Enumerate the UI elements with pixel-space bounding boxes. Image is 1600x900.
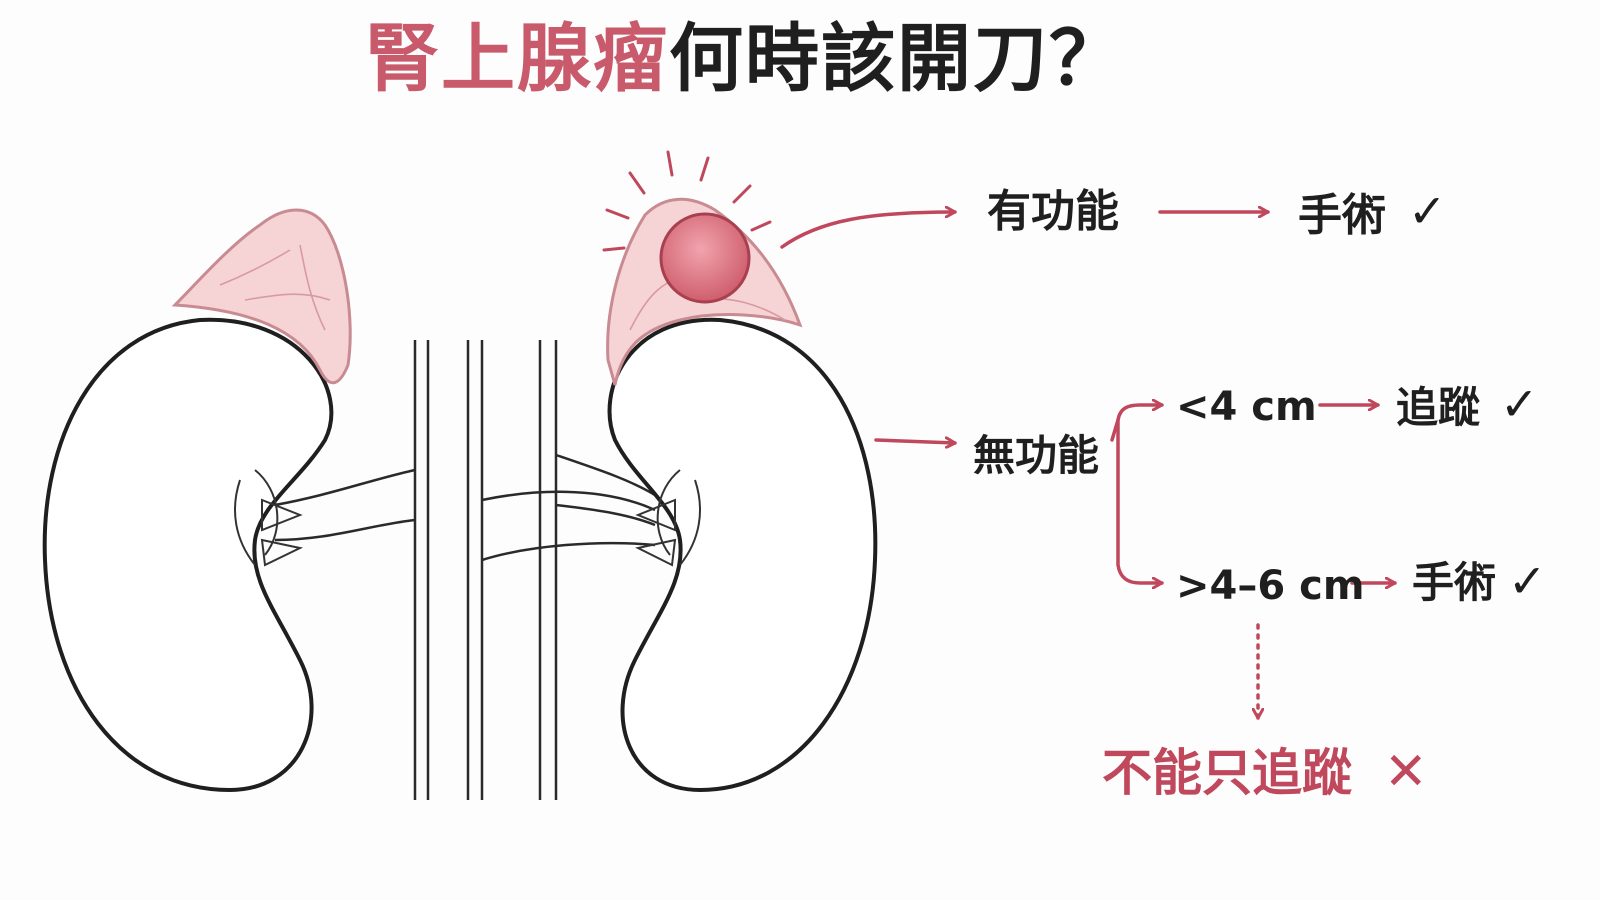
title-question: 何時該開刀？ [669,16,1125,102]
tumor-highlight-rays [602,150,772,252]
label-size-small: <4 cm [1176,384,1317,430]
left-adrenal-gland [171,208,352,384]
label-nonfunctional: 無功能 [973,431,1100,480]
arrow-kidney-to-nonfunctional [874,440,957,443]
label-functional-surgery: 手術 [1298,190,1386,241]
great-vessels [413,340,558,800]
check-icon: ✓ [1508,554,1547,608]
left-kidney [42,317,334,793]
renal-vessels [274,453,656,562]
label-size-large: >4–6 cm [1176,563,1365,609]
flow-arrows [780,212,1397,720]
arrow-tumor-to-functional [780,212,957,249]
cross-icon: ✕ [1384,742,1428,802]
check-icon: ✓ [1408,184,1447,238]
page-title: 腎上腺瘤何時該開刀？ [365,22,1125,96]
check-icon: ✓ [1500,377,1539,431]
label-warning: 不能只追蹤 [1102,744,1352,802]
label-large-surgery: 手術 [1412,558,1497,607]
adrenal-tumor [659,212,751,304]
title-accent: 腎上腺瘤 [365,16,669,102]
right-kidney [607,317,878,793]
label-functional: 有功能 [987,186,1119,237]
label-follow-up: 追蹤 [1396,383,1481,432]
